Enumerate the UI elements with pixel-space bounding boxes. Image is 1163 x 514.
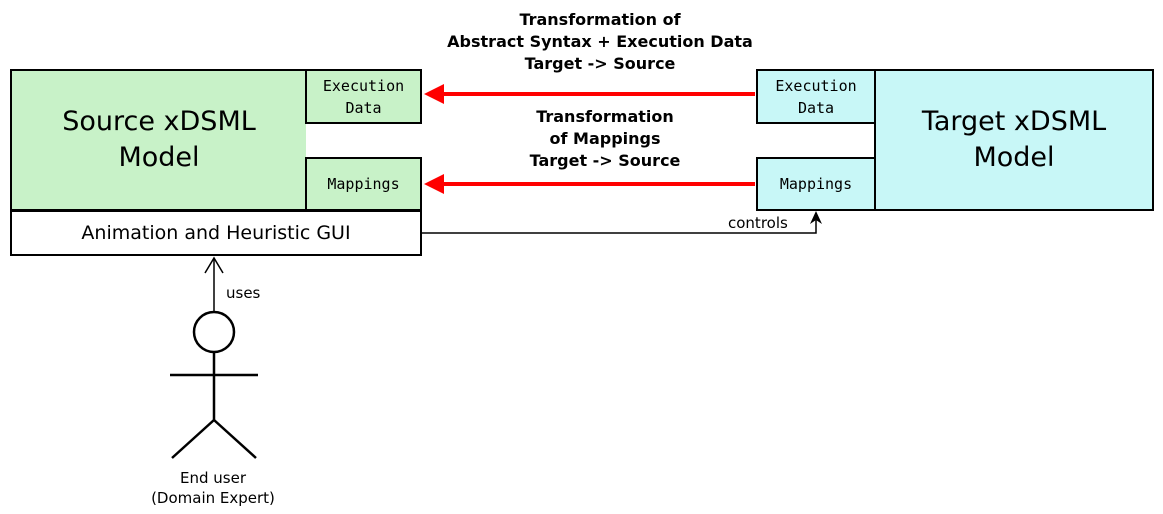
actor-label-line2: (Domain Expert) [151, 489, 275, 507]
transformation-top-line3: Target -> Source [524, 54, 676, 73]
transformation-top-line1: Transformation of [519, 10, 681, 29]
target-execution-data-line1: Execution [775, 76, 857, 95]
transformation-middle-label: Transformation of Mappings Target -> Sou… [480, 106, 730, 172]
transformation-middle-line1: Transformation [536, 107, 674, 126]
transformation-mappings-arrow [424, 174, 755, 194]
transformation-middle-line2: of Mappings [549, 129, 661, 148]
uses-label: uses [226, 284, 261, 302]
transformation-execution-data-arrow [424, 84, 755, 104]
source-execution-data-box[interactable]: Execution Data [305, 69, 422, 124]
source-execution-data-line1: Execution [322, 76, 405, 95]
animation-heuristic-gui[interactable]: Animation and Heuristic GUI [10, 210, 422, 256]
target-xdsml-model[interactable]: Target xDSML Model [874, 69, 1154, 211]
end-user-actor-icon [170, 310, 258, 459]
source-model-title-line2: Model [118, 142, 200, 173]
target-model-title-line2: Model [973, 142, 1055, 173]
actor-label: End user (Domain Expert) [128, 468, 298, 508]
actor-label-line1: End user [180, 469, 246, 487]
target-execution-data-box[interactable]: Execution Data [756, 69, 876, 124]
target-mappings-label: Mappings [779, 175, 853, 193]
transformation-top-line2: Abstract Syntax + Execution Data [447, 32, 753, 51]
source-mappings-box[interactable]: Mappings [305, 157, 422, 211]
source-mappings-label: Mappings [327, 175, 400, 193]
target-mappings-box[interactable]: Mappings [756, 157, 876, 211]
controls-label: controls [728, 214, 788, 232]
transformation-top-label: Transformation of Abstract Syntax + Exec… [400, 9, 800, 75]
target-model-title-line1: Target xDSML [921, 106, 1107, 137]
source-execution-data-line2: Data [345, 98, 382, 117]
source-xdsml-model[interactable]: Source xDSML Model [10, 69, 306, 211]
source-model-title-line1: Source xDSML [62, 106, 256, 137]
uses-connector [204, 256, 224, 312]
target-execution-data-line2: Data [797, 98, 835, 117]
transformation-middle-line3: Target -> Source [529, 151, 681, 170]
gui-label: Animation and Heuristic GUI [81, 222, 351, 244]
